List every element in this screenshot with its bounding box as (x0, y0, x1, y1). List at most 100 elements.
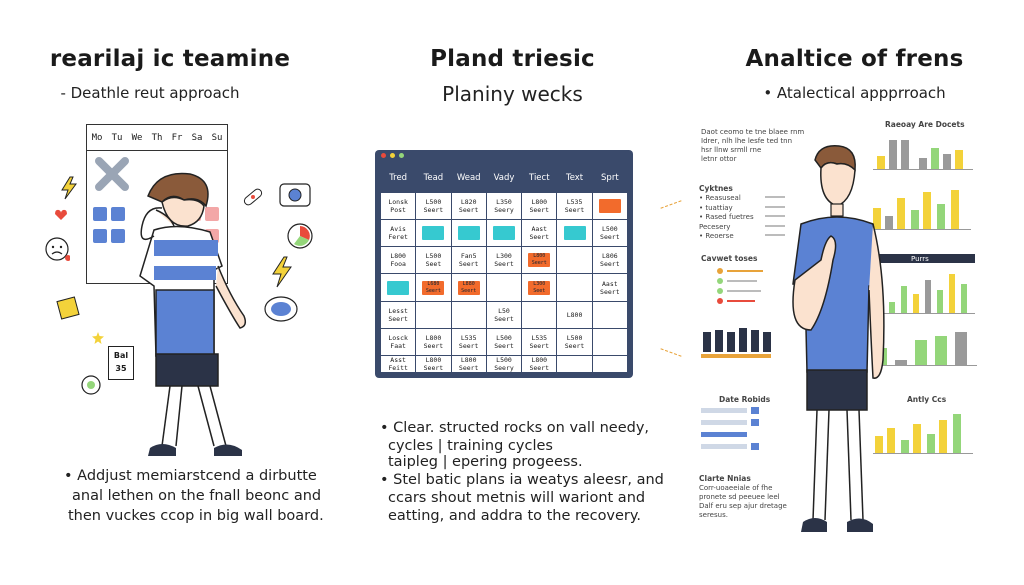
note-line: hsr llnw srmll rne (701, 146, 762, 154)
schedule-cell[interactable] (416, 220, 451, 247)
schedule-cell[interactable]: L800 Seert (416, 355, 451, 372)
schedule-cell[interactable]: L806 Seert (592, 247, 627, 274)
schedule-cell[interactable]: L535 Seert (557, 193, 592, 220)
status-list (701, 268, 767, 304)
schedule-cell[interactable]: L500 Seet (416, 247, 451, 274)
schedule-cell[interactable]: Lesst Seert (381, 301, 416, 328)
schedule-cell[interactable]: L300 Seet (522, 274, 557, 301)
schedule-header-cell: Text (557, 164, 592, 192)
schedule-cell[interactable]: Avis Feret (381, 220, 416, 247)
schedule-cell[interactable]: L800 Seert (451, 355, 486, 372)
schedule-cell[interactable] (557, 355, 592, 372)
chart-bar (937, 290, 943, 314)
schedule-chip (457, 226, 480, 241)
schedule-cell[interactable]: Aast Seert (592, 274, 627, 301)
schedule-cell[interactable] (592, 355, 627, 372)
chart-bar (931, 148, 939, 170)
list-item: Pecesery (699, 222, 731, 231)
schedule-cell[interactable] (381, 274, 416, 301)
top-bar-chart (873, 134, 973, 170)
panel2-bullet-line: cycles | training cycles (388, 438, 553, 454)
schedule-header-cell: Vady (486, 164, 522, 192)
calendar-day: Fr (171, 132, 183, 143)
schedule-cell[interactable] (557, 220, 592, 247)
calendar-cell (111, 207, 125, 221)
schedule-cell[interactable]: L800 (557, 301, 592, 328)
schedule-cell[interactable]: L535 Seert (522, 328, 557, 355)
schedule-cell[interactable]: L500 Seery (486, 355, 522, 372)
list-item: • Reoerse (699, 232, 734, 240)
chart-bar (873, 208, 881, 230)
schedule-cell[interactable]: L300 Seert (486, 247, 522, 274)
sad-face-icon (45, 237, 70, 261)
schedule-cell[interactable]: L820 Seert (451, 193, 486, 220)
schedule-cell[interactable]: L500 Seert (416, 193, 451, 220)
cross-mark-icon (95, 157, 129, 191)
date-row-bar (701, 420, 747, 425)
schedule-cell[interactable] (451, 220, 486, 247)
schedule-chip (492, 226, 515, 241)
schedule-cell[interactable]: L800 Seert (416, 328, 451, 355)
schedule-cell[interactable] (486, 220, 522, 247)
chart-bar (877, 156, 885, 170)
schedule-cell[interactable]: Losck Faat (381, 328, 416, 355)
list-line (765, 196, 785, 198)
schedule-cell[interactable] (486, 274, 522, 301)
calendar-cell (93, 207, 107, 221)
note-line: letnr ottor (701, 155, 737, 163)
schedule-cell[interactable] (592, 193, 627, 220)
list-item: • tuattiay (699, 203, 733, 212)
schedule-cell[interactable]: L800 Seert (522, 355, 557, 372)
bottom-title: Clarte Nnias (699, 474, 751, 483)
list-item: • Rased fuetres (699, 213, 754, 221)
chart-bar (935, 336, 947, 366)
schedule-cell[interactable] (416, 301, 451, 328)
bandage-icon (243, 188, 263, 206)
minimize-dot-icon[interactable] (390, 153, 395, 158)
status-dot (717, 288, 723, 294)
close-dot-icon[interactable] (381, 153, 386, 158)
chart-bar (875, 436, 883, 454)
schedule-cell[interactable]: Asst Feitt (381, 355, 416, 372)
bottom-notes: Corr-uoaeeiale of fhe pronete sd peeuee … (699, 484, 787, 520)
schedule-cell[interactable]: L800 Seert (522, 247, 557, 274)
note-line: Idrer, nlh lhe lesfe ted tnn (701, 137, 793, 145)
date-row-chip (751, 407, 759, 414)
schedule-cell[interactable]: L800 Seert (522, 193, 557, 220)
schedule-cell[interactable]: L680 Seert (416, 274, 451, 301)
schedule-cell[interactable]: L800 Fooa (381, 247, 416, 274)
schedule-cell[interactable] (557, 247, 592, 274)
chart-bar (889, 302, 895, 314)
schedule-cell[interactable] (451, 301, 486, 328)
sticky-note-icon (56, 296, 80, 320)
schedule-cell[interactable]: Fan5 Seert (451, 247, 486, 274)
chart-axis (873, 365, 977, 366)
panel1-title: rearilaj ic teamine (49, 46, 291, 72)
schedule-cell[interactable] (592, 301, 627, 328)
calendar-cell (205, 207, 219, 221)
tired-person-illustration (139, 172, 247, 456)
schedule-cell[interactable] (592, 328, 627, 355)
schedule-cell[interactable]: L500 Seert (592, 220, 627, 247)
note-line: Daot ceomo te tne blaee rnm (701, 128, 805, 136)
schedule-cell[interactable]: L535 Seert (451, 328, 486, 355)
chart-bar (939, 420, 947, 454)
schedule-cell[interactable]: Lonsk Post (381, 193, 416, 220)
schedule-cell[interactable]: L880 Seert (451, 274, 486, 301)
calendar-day: Su (211, 132, 223, 143)
schedule-cell[interactable]: L500 Seert (486, 328, 522, 355)
schedule-cell[interactable]: Aast Seert (522, 220, 557, 247)
schedule-cell[interactable] (522, 301, 557, 328)
schedule-cell[interactable] (557, 274, 592, 301)
schedule-cell[interactable]: L50 Seert (486, 301, 522, 328)
schedule-cell[interactable]: L500 Seert (557, 328, 592, 355)
chart-bar (739, 328, 747, 352)
chart-bar (895, 360, 907, 366)
chart-bar (937, 204, 945, 230)
maximize-dot-icon[interactable] (399, 153, 404, 158)
price-note: Bal 35 (108, 346, 134, 380)
panel2-bullet-line: • Stel batic plans ia weatys aleesr, and (380, 472, 664, 488)
schedule-cell[interactable]: L350 Seery (486, 193, 522, 220)
